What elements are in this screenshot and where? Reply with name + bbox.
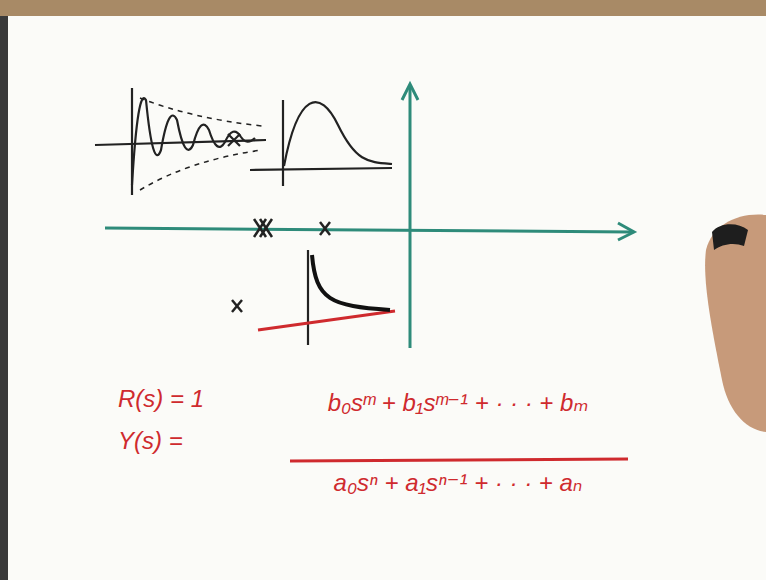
numerator: b₀sᵐ + b₁sᵐ⁻¹ + · · · + bₘ (328, 390, 589, 416)
exponential-response (258, 250, 395, 345)
pole-marks (232, 219, 330, 312)
equation-term: Y(s) = (118, 428, 183, 454)
denominator: a₀sⁿ + a₁sⁿ⁻¹ + · · · + aₙ (334, 470, 583, 496)
overdamped-response (250, 100, 392, 186)
board-frame (0, 0, 766, 16)
s-plane-axes (105, 84, 634, 348)
board-edge (0, 16, 8, 580)
equation-term: R(s) = 1 (118, 386, 204, 412)
fraction-bar (290, 459, 628, 461)
marker (712, 224, 748, 250)
hand (705, 215, 766, 432)
board-surface (8, 16, 766, 580)
oscillatory-response (95, 88, 266, 195)
